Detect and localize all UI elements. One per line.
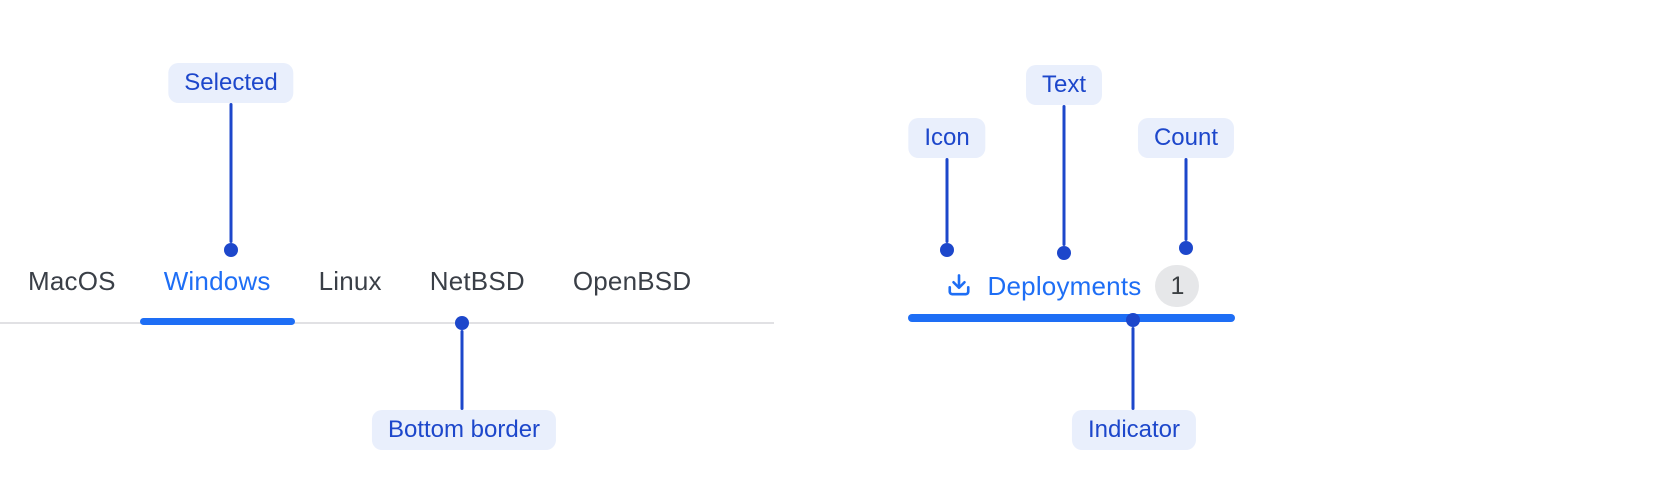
tab-linux[interactable]: Linux [295, 241, 406, 322]
callout-icon-dot [940, 243, 954, 257]
callout-indicator: Indicator [1071, 410, 1197, 450]
download-icon [944, 271, 974, 301]
callout-count-dot [1179, 241, 1193, 255]
callout-indicator-dot [1126, 313, 1140, 327]
callout-icon: Icon [908, 118, 986, 158]
count-badge: 1 [1155, 265, 1200, 307]
callout-icon-line [945, 158, 949, 243]
tab-bar: MacOS Windows Linux NetBSD OpenBSD [0, 241, 774, 325]
tab-label: Windows [163, 266, 271, 296]
deployments-tab[interactable]: Deployments 1 [908, 258, 1235, 322]
callout-selected-line [229, 103, 233, 243]
deployments-tab-label: Deployments [987, 270, 1142, 301]
tab-windows[interactable]: Windows [139, 241, 295, 325]
callout-bottom-border-line [460, 330, 464, 410]
callout-text: Text [1025, 65, 1103, 105]
callout-count: Count [1137, 118, 1235, 158]
tab-label: OpenBSD [572, 266, 692, 296]
tab-label: NetBSD [429, 266, 525, 296]
callout-indicator-line [1131, 327, 1135, 410]
tab-openbsd[interactable]: OpenBSD [549, 241, 715, 322]
callout-text-dot [1057, 246, 1071, 260]
callout-selected-dot [224, 243, 238, 257]
callout-text-line [1062, 105, 1066, 246]
callout-selected: Selected [168, 63, 294, 103]
selected-tab-underline [139, 318, 295, 325]
callout-count-line [1184, 158, 1188, 241]
tab-netbsd[interactable]: NetBSD [406, 241, 549, 322]
active-tab-indicator [908, 314, 1235, 322]
callout-bottom-border: Bottom border [371, 410, 557, 450]
tab-label: MacOS [28, 266, 116, 296]
callout-bottom-border-dot [455, 316, 469, 330]
tab-label: Linux [318, 266, 382, 296]
tab-macos[interactable]: MacOS [4, 241, 140, 322]
